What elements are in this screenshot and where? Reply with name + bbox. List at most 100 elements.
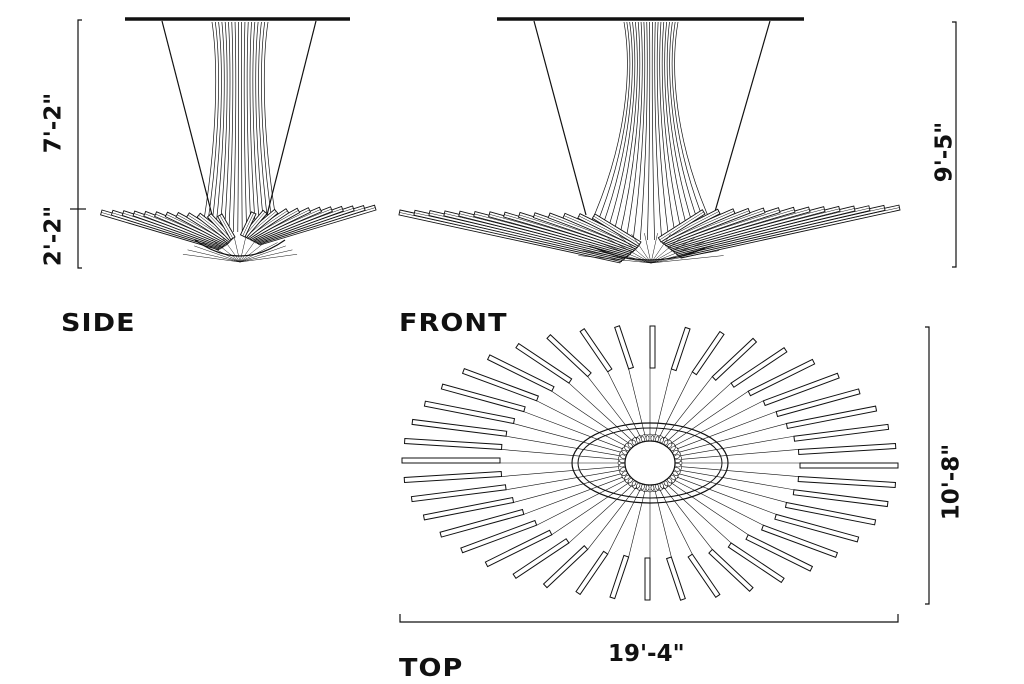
fin-edge: [593, 215, 640, 245]
stem-wire: [647, 21, 651, 241]
top-spoke: [679, 423, 787, 453]
top-view-label: TOP: [399, 653, 464, 682]
stem-wire: [589, 21, 631, 241]
top-spoke: [628, 368, 646, 438]
top-fin: [512, 538, 570, 579]
top-spoke: [536, 479, 626, 526]
stem-wire: [582, 21, 628, 241]
top-fin: [411, 418, 508, 437]
side-height-dimension-line: [77, 19, 82, 269]
top-fin: [439, 508, 525, 538]
stem-wire: [255, 21, 265, 233]
top-fin: [785, 405, 878, 430]
top-fin: [784, 501, 877, 526]
top-fin: [461, 367, 540, 402]
stem-wire: [210, 21, 222, 233]
top-fin: [422, 496, 515, 521]
stem-wire: [224, 21, 231, 233]
hub-spoke: [650, 238, 695, 264]
stem-wire: [611, 21, 638, 241]
hub-spoke: [644, 233, 652, 264]
stem-wire: [241, 21, 243, 233]
top-spoke: [587, 376, 637, 440]
stem-wire: [659, 21, 677, 241]
top-spoke: [501, 466, 619, 477]
top-fin: [711, 337, 758, 381]
top-spoke: [587, 486, 637, 550]
top-fin: [797, 442, 897, 456]
front-fins: [398, 204, 901, 264]
top-fin: [774, 513, 860, 543]
side-view: [100, 17, 377, 263]
top-center-opening: [624, 440, 676, 486]
top-fin: [775, 388, 861, 418]
top-spoke: [681, 449, 799, 460]
top-spoke: [551, 482, 630, 536]
stem-wire: [237, 21, 239, 233]
top-width-dimension-line: [399, 614, 899, 623]
top-depth-dimension-line: [925, 326, 930, 605]
side-view-label: SIDE: [61, 308, 136, 337]
top-fin: [440, 383, 526, 413]
top-view: [401, 325, 899, 601]
fin-edge: [219, 215, 234, 239]
hub-spoke: [239, 254, 298, 263]
stem-wire: [651, 21, 655, 241]
top-fin: [460, 519, 538, 554]
top-spoke: [676, 411, 777, 450]
top-spoke: [676, 476, 777, 515]
top-spoke: [536, 400, 626, 447]
top-fin: [579, 328, 613, 373]
top-spoke: [607, 487, 642, 555]
top-spoke: [654, 488, 672, 558]
front-stem: [582, 21, 720, 241]
stem-wire: [674, 21, 720, 241]
hub-spoke: [607, 238, 652, 264]
top-fin: [403, 437, 503, 451]
dimension-lines: [70, 19, 957, 623]
top-spoke: [680, 470, 794, 491]
top-fin: [614, 325, 635, 370]
hub-spoke: [650, 255, 724, 264]
top-fin: [670, 326, 691, 372]
stem-wire: [596, 21, 633, 241]
top-spoke: [674, 479, 764, 526]
front-view: [398, 17, 901, 264]
top-spoke: [501, 449, 619, 460]
top-fin: [546, 334, 592, 378]
stem-wire: [263, 21, 279, 233]
hub-spoke: [650, 235, 684, 264]
hub-spoke: [239, 245, 286, 263]
front-hub: [594, 247, 706, 261]
stem-wire: [252, 21, 261, 233]
stem-wire: [604, 21, 636, 241]
top-fin: [515, 342, 573, 384]
top-spoke: [680, 435, 794, 456]
side-support-cable-left: [161, 20, 213, 216]
stem-wire: [639, 21, 648, 241]
top-fin: [486, 354, 555, 392]
hub-spoke: [582, 250, 652, 264]
fin-edge: [244, 211, 266, 237]
top-fin: [410, 484, 507, 503]
stem-wire: [232, 21, 237, 233]
top-fin: [792, 489, 889, 508]
front-height-label: 9'-5": [931, 121, 958, 183]
stem-wire: [228, 21, 234, 233]
stem-wire: [249, 21, 256, 233]
top-fin: [793, 423, 890, 442]
front-support-cable-left: [533, 20, 587, 216]
top-fin: [403, 470, 503, 484]
top-fins: [401, 325, 899, 601]
hub-spoke: [650, 233, 658, 264]
side-stem: [201, 21, 279, 233]
top-spoke: [658, 487, 693, 555]
hub-spoke: [194, 245, 241, 263]
top-fin: [423, 400, 516, 425]
stem-wire: [671, 21, 713, 241]
top-fin: [691, 330, 725, 376]
top-spoke: [654, 368, 672, 438]
top-spoke: [523, 411, 624, 450]
top-fin: [484, 529, 553, 568]
